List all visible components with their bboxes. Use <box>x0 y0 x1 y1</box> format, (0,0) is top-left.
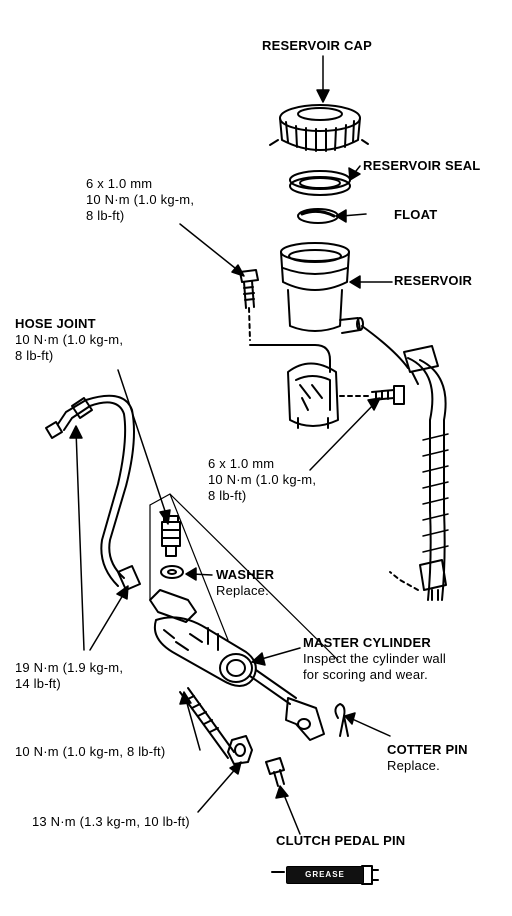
master-cylinder <box>149 589 325 741</box>
clutch-pedal-pin <box>265 757 285 787</box>
label-torque-stud: 10 N·m (1.0 kg-m, 8 lb-ft) <box>15 744 166 759</box>
bolt-top <box>239 269 259 341</box>
label-clutch-pedal-pin: CLUTCH PEDAL PIN <box>276 833 406 848</box>
reservoir-hose <box>361 325 449 601</box>
alignment-lines <box>149 493 339 661</box>
label-cotter-pin: COTTER PIN Replace. <box>387 742 468 773</box>
cotter-pin <box>334 703 349 737</box>
grease-gun-icon <box>271 865 379 885</box>
label-reservoir-seal: RESERVOIR SEAL <box>363 158 481 173</box>
label-reservoir: RESERVOIR <box>394 273 473 288</box>
label-master-cylinder: MASTER CYLINDER Inspect the cylinder wal… <box>303 635 447 682</box>
label-float: FLOAT <box>394 207 438 222</box>
grease-symbol: GREASE <box>286 866 364 884</box>
reservoir-cap <box>269 104 369 152</box>
label-washer: WASHER Replace. <box>216 567 275 598</box>
reservoir <box>280 242 364 334</box>
label-hose-joint: HOSE JOINT 10 N·m (1.0 kg-m, 8 lb-ft) <box>15 316 124 363</box>
hydraulic-pipe <box>45 394 141 591</box>
label-bolt-top: 6 x 1.0 mm 10 N·m (1.0 kg-m, 8 lb-ft) <box>86 176 195 223</box>
bolt-mid <box>339 385 405 405</box>
hose-joint <box>161 515 181 557</box>
reservoir-bracket <box>249 344 339 429</box>
float <box>297 208 339 224</box>
flange-nut <box>227 735 253 765</box>
reservoir-seal <box>289 170 351 196</box>
label-torque-pipe: 19 N·m (1.9 kg-m, 14 lb-ft) <box>15 660 124 691</box>
label-bolt-mid: 6 x 1.0 mm 10 N·m (1.0 kg-m, 8 lb-ft) <box>208 456 317 503</box>
label-reservoir-cap: RESERVOIR CAP <box>262 38 372 53</box>
label-torque-nut: 13 N·m (1.3 kg-m, 10 lb-ft) <box>32 814 190 829</box>
leader-lines <box>69 55 393 835</box>
washer <box>160 565 184 579</box>
